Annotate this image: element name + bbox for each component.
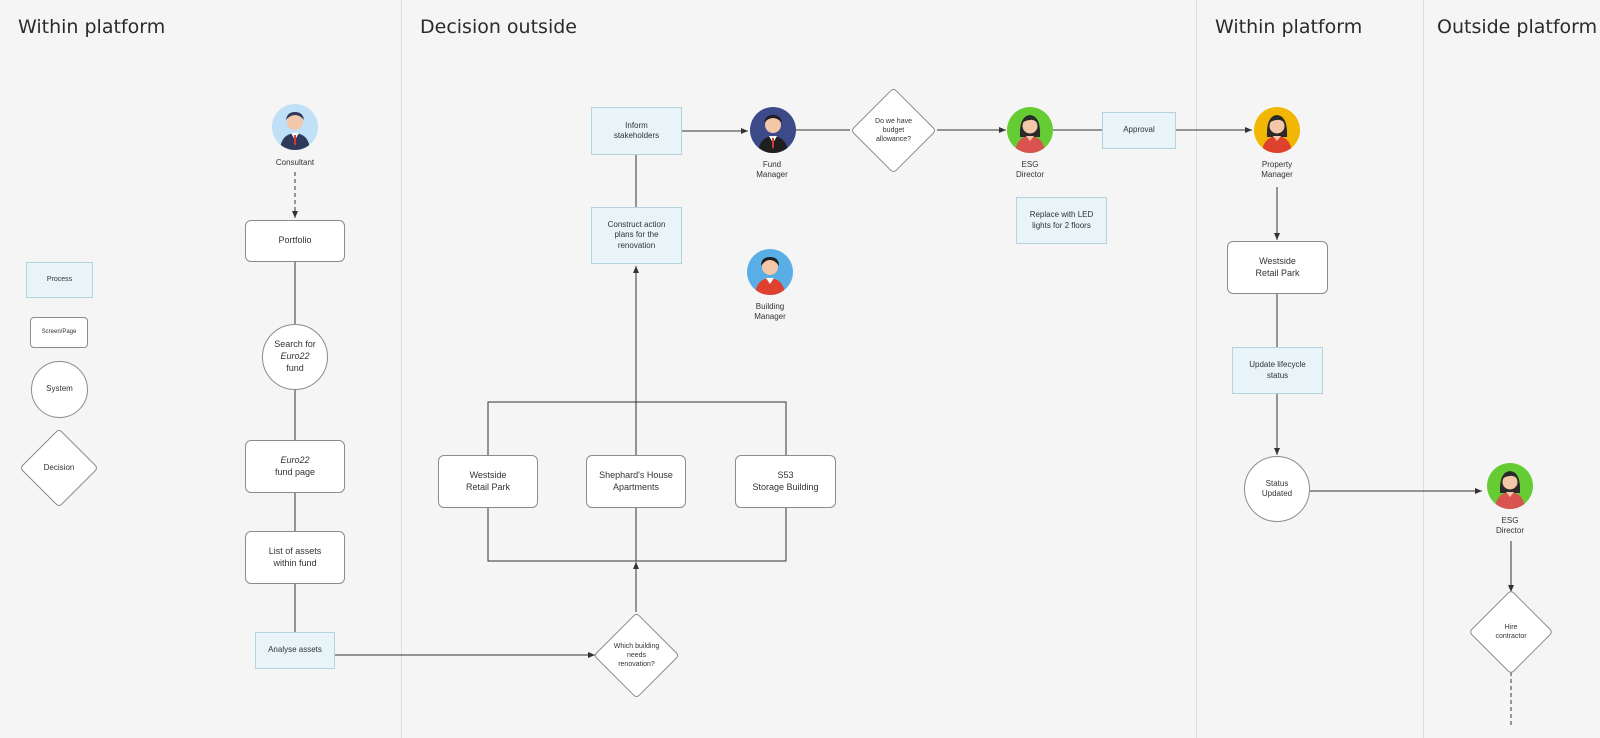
budget-line1: Do we have bbox=[875, 117, 912, 125]
building-manager-line1: Building bbox=[755, 302, 785, 311]
approval-process[interactable]: Approval bbox=[1102, 112, 1176, 149]
lane-title-decision-outside: Decision outside bbox=[420, 16, 577, 38]
lane-title-within-platform: Within platform bbox=[18, 16, 166, 38]
construct-line1: Construct action bbox=[607, 219, 666, 229]
esg-director-avatar bbox=[1007, 107, 1053, 153]
consultant-avatar bbox=[272, 104, 318, 150]
legend-decision: Decision bbox=[19, 428, 99, 508]
westside-1-line1: Westside bbox=[469, 469, 507, 480]
which-building-line3: renovation? bbox=[618, 661, 655, 669]
hire-contractor-line2: contractor bbox=[1495, 633, 1527, 640]
westside-2-line2: Retail Park bbox=[1255, 267, 1300, 278]
search-fund-line1: Search for bbox=[274, 339, 316, 350]
s53-line2: Storage Building bbox=[752, 481, 819, 492]
update-lifecycle-line2: status bbox=[1266, 370, 1289, 380]
connector-bottom-bracket bbox=[487, 508, 787, 562]
fund-manager-avatar bbox=[750, 107, 796, 153]
which-building-line2: needs bbox=[626, 651, 647, 659]
shephards-line2: Apartments bbox=[612, 481, 660, 492]
budget-line3: allowance? bbox=[875, 136, 912, 144]
status-updated-line1: Status bbox=[1265, 478, 1289, 488]
lane-divider bbox=[1423, 0, 1424, 738]
esg-director-line2: Director bbox=[1015, 170, 1044, 180]
portfolio-screen[interactable]: Portfolio bbox=[245, 220, 345, 262]
fund-page-line2: fund page bbox=[274, 466, 316, 477]
construct-line3: renovation bbox=[617, 240, 656, 250]
inform-line1: Inform bbox=[625, 120, 648, 130]
status-updated-line2: Updated bbox=[1261, 489, 1293, 498]
inform-line2: stakeholders bbox=[613, 131, 660, 140]
budget-line2: budget bbox=[882, 126, 905, 134]
consultant-label-text: Consultant bbox=[275, 158, 315, 167]
hire-contractor-decision[interactable]: Hire contractor bbox=[1468, 589, 1554, 675]
westside-1-line2: Retail Park bbox=[465, 481, 510, 492]
lane-divider bbox=[1196, 0, 1197, 738]
shephards-line1: Shephard's House bbox=[599, 469, 673, 480]
connector-top-bracket bbox=[487, 401, 787, 455]
property-manager-line1: Property bbox=[1261, 160, 1293, 169]
fund-manager-line1: Fund bbox=[762, 160, 782, 169]
legend-system: System bbox=[31, 361, 88, 418]
legend-decision-label: Decision bbox=[43, 462, 75, 472]
search-fund-line2: Euro22 bbox=[280, 351, 310, 362]
fund-manager-line2: Manager bbox=[756, 170, 788, 180]
construct-line2: plans for the bbox=[614, 230, 659, 240]
esg-director-avatar-2 bbox=[1487, 463, 1533, 509]
list-assets-line2: within fund bbox=[273, 557, 317, 568]
lane-title-within-platform-2: Within platform bbox=[1215, 16, 1363, 38]
property-manager-avatar bbox=[1254, 107, 1300, 153]
replace-led-line1: Replace with LED bbox=[1029, 210, 1094, 220]
s53-line1: S53 bbox=[777, 469, 794, 480]
which-building-line1: Which building bbox=[613, 642, 660, 650]
esg-director-line1: ESG bbox=[1021, 160, 1039, 169]
list-assets-line1: List of assets bbox=[268, 545, 322, 556]
esg-director-2-line2: Director bbox=[1495, 526, 1524, 536]
legend-process: Process bbox=[26, 262, 93, 298]
analyse-assets-process[interactable]: Analyse assets bbox=[255, 632, 335, 669]
fund-page-line1: Euro22 bbox=[280, 454, 310, 465]
hire-contractor-line1: Hire bbox=[1504, 623, 1518, 631]
building-manager-line2: Manager bbox=[754, 312, 786, 322]
westside-2-line1: Westside bbox=[1259, 255, 1296, 266]
legend-screen-page: Screen/Page bbox=[30, 317, 88, 348]
consultant-label: Consultant bbox=[250, 158, 340, 168]
search-fund-line3: fund bbox=[286, 362, 304, 373]
building-manager-avatar bbox=[747, 249, 793, 295]
lane-divider bbox=[401, 0, 402, 738]
lane-title-outside-platform: Outside platform bbox=[1437, 16, 1598, 38]
replace-led-line2: lights for 2 floors bbox=[1032, 220, 1091, 230]
update-lifecycle-line1: Update lifecycle bbox=[1249, 360, 1306, 370]
property-manager-line2: Manager bbox=[1261, 170, 1293, 180]
esg-director-2-line1: ESG bbox=[1501, 516, 1519, 525]
